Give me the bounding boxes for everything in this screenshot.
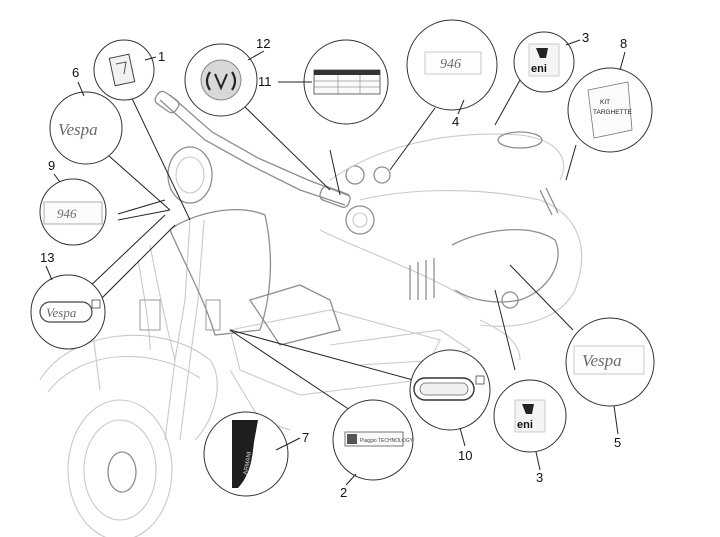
callout-6: 6 bbox=[72, 65, 79, 80]
side-vents bbox=[409, 187, 559, 300]
bubble-2: Piaggio TECHNOLOGY bbox=[332, 399, 414, 481]
model-badge-text: 946 bbox=[440, 57, 461, 72]
callout-13: 13 bbox=[40, 250, 54, 265]
bubble-11 bbox=[303, 39, 389, 125]
model-badge-9: 946 bbox=[57, 206, 77, 221]
kit-label: KIT bbox=[600, 99, 610, 106]
bubble-5: Vespa bbox=[565, 317, 655, 407]
bubble-4: 946 bbox=[406, 19, 498, 111]
vespa-script-13: Vespa bbox=[46, 305, 77, 320]
eni-logo-text-bottom: eni bbox=[517, 419, 533, 431]
bubble-3-bottom: eni bbox=[493, 379, 567, 453]
callout-3-top: 3 bbox=[582, 30, 589, 45]
callout-5: 5 bbox=[614, 435, 621, 450]
callout-1: 1 bbox=[158, 49, 165, 64]
targhette-label: TARGHETTE bbox=[593, 109, 633, 116]
callout-7: 7 bbox=[302, 430, 309, 445]
callout-8: 8 bbox=[620, 36, 627, 51]
bubble-3-top: eni bbox=[513, 31, 575, 93]
bubble-12 bbox=[184, 43, 258, 117]
vespa-script-6: Vespa bbox=[58, 120, 98, 139]
bubble-8: KIT TARGHETTE bbox=[567, 67, 653, 153]
callout-3-bottom: 3 bbox=[536, 470, 543, 485]
callout-4: 4 bbox=[452, 114, 459, 129]
eni-logo-text-top: eni bbox=[531, 63, 547, 75]
bubble-10 bbox=[409, 349, 491, 431]
bubble-1 bbox=[93, 39, 155, 101]
plate-text: Piaggio TECHNOLOGY bbox=[360, 438, 414, 444]
callout-12: 12 bbox=[256, 36, 270, 51]
callout-11: 11 bbox=[258, 74, 272, 89]
vespa-script-5: Vespa bbox=[582, 351, 622, 370]
side-strip-text: ARMANI bbox=[243, 451, 253, 475]
bubble-7: ARMANI bbox=[203, 411, 289, 497]
callout-10: 10 bbox=[458, 448, 472, 463]
bubble-13: Vespa bbox=[30, 274, 106, 350]
callout-9: 9 bbox=[48, 158, 55, 173]
number-leaders bbox=[45, 39, 626, 486]
leader-lines bbox=[85, 79, 577, 461]
callout-2: 2 bbox=[340, 485, 347, 500]
callout-numbers: 1 12 11 4 3 8 6 9 13 7 2 10 3 5 bbox=[40, 30, 627, 500]
bubble-9: 946 bbox=[39, 178, 107, 246]
bubble-6: Vespa bbox=[49, 91, 123, 165]
